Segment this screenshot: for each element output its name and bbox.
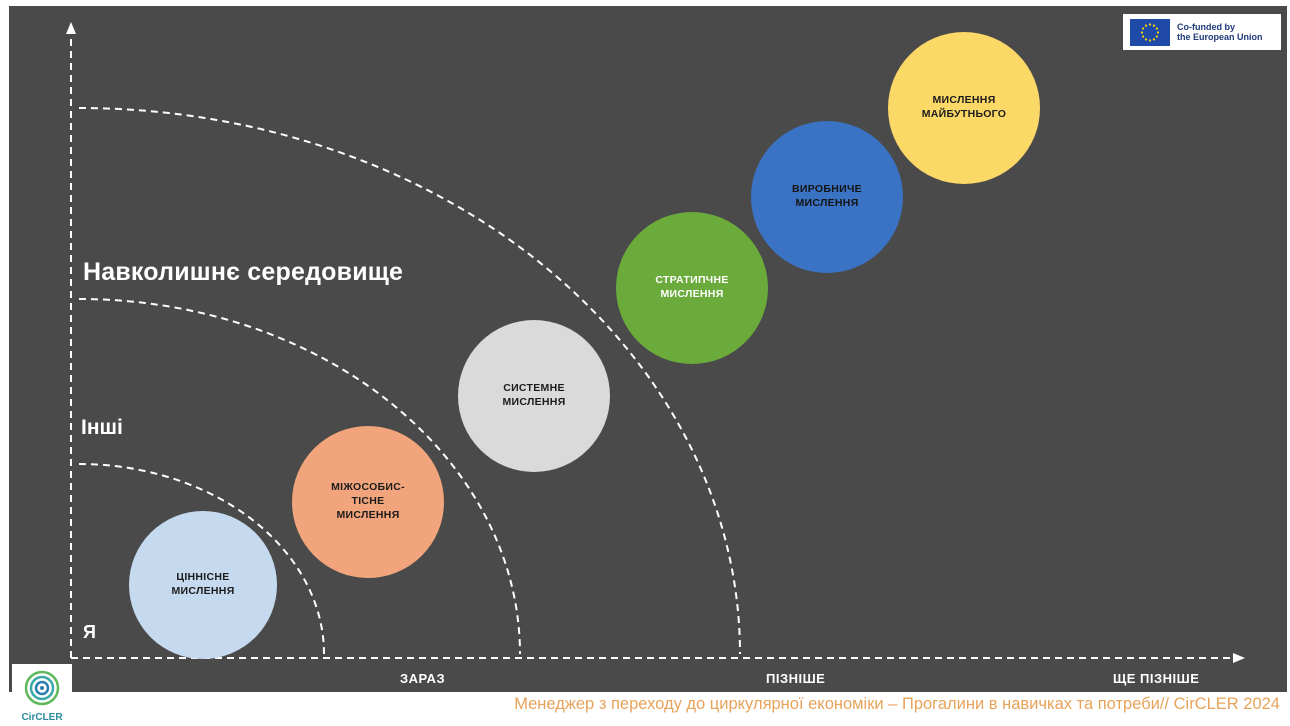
eu-cofunded-badge: Co-funded by the European Union [1123,14,1281,50]
y-axis-arrow-icon [66,22,76,34]
footer-text: Менеджер з переходу до циркулярної еконо… [514,695,1280,713]
logo-text: CirCLER [21,712,63,723]
eu-flag-icon [1130,18,1170,46]
circle-label: СТРАТИПЧНЕ МИСЛЕННЯ [655,274,729,300]
circle-strategic-thinking: СТРАТИПЧНЕ МИСЛЕННЯ [616,212,768,364]
x-label-now: ЗАРАЗ [400,671,446,686]
diagram [66,22,1245,663]
circle-label: МІЖОСОБИС- ТІСНЕ МИСЛЕННЯ [331,481,405,521]
circle-future-thinking: МИСЛЕННЯ МАЙБУТНЬОГО [888,32,1040,184]
arc-environment [78,107,741,655]
circle-label: МИСЛЕННЯ МАЙБУТНЬОГО [921,94,1007,120]
circle-label: СИСТЕМНЕ МИСЛЕННЯ [502,382,566,408]
slide: Навколишнє середовище Інші Я ЦІННІСНЕ МИ… [9,6,1287,692]
circle-interpersonal-thinking: МІЖОСОБИС- ТІСНЕ МИСЛЕННЯ [292,426,444,578]
circle-value-thinking: ЦІННІСНЕ МИСЛЕННЯ [129,511,277,659]
circle-label: ВИРОБНИЧЕ МИСЛЕННЯ [792,183,862,209]
level-label-self: Я [83,622,96,642]
x-label-later: ПІЗНІШЕ [766,671,826,686]
level-label-others: Інші [81,416,123,439]
spiral-logo-icon [24,670,60,706]
arc-self [78,463,325,655]
circle-systems-thinking: СИСТЕМНЕ МИСЛЕННЯ [458,320,610,472]
arc-others [78,298,521,655]
x-label-even-later: ЩЕ ПІЗНІШЕ [1113,671,1200,686]
footer: Менеджер з переходу до циркулярної еконо… [0,692,1290,726]
eu-badge-text: Co-funded by the European Union [1177,21,1263,42]
level-label-environment: Навколишнє середовище [83,258,404,286]
circler-logo: CirCLER [12,664,72,726]
x-axis-arrow-icon [1233,653,1245,663]
circle-production-thinking: ВИРОБНИЧЕ МИСЛЕННЯ [751,121,903,273]
circle-label: ЦІННІСНЕ МИСЛЕННЯ [171,571,235,597]
